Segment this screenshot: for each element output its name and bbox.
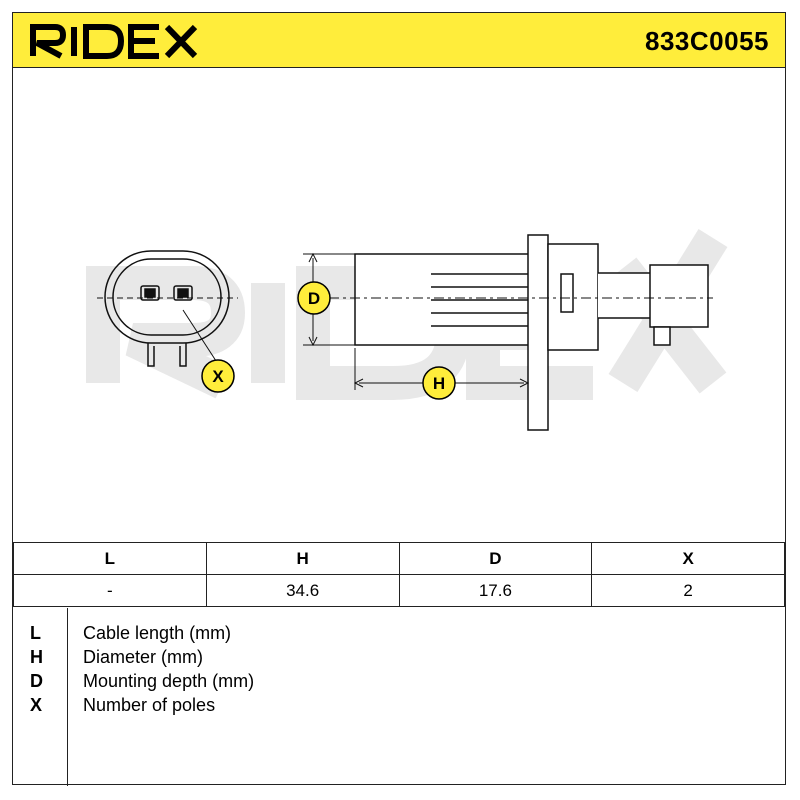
d-callout: D (297, 281, 331, 315)
legend-desc: Diameter (mm) (83, 647, 203, 667)
legend-item: X Number of poles (13, 695, 785, 719)
legend-key: D (30, 671, 43, 691)
value-x: 2 (591, 574, 785, 607)
col-header-x: X (591, 542, 785, 575)
legend-divider (67, 608, 68, 786)
spec-value-row: - 34.6 17.6 2 (13, 574, 785, 607)
h-callout: H (422, 366, 456, 400)
legend-desc: Cable length (mm) (83, 623, 232, 643)
col-header-h: H (205, 542, 400, 575)
header-bar: 833C0055 (13, 13, 785, 68)
legend-desc: Mounting depth (mm) (83, 671, 255, 691)
legend-item: L Cable length (mm) (13, 623, 785, 647)
spec-header-row: L H D X (13, 542, 785, 575)
label-h: H (433, 374, 445, 393)
x-callout: X (201, 359, 235, 393)
value-h: 34.6 (205, 574, 400, 607)
label-d: D (308, 289, 320, 308)
col-header-l: L (13, 542, 207, 575)
value-l: - (13, 574, 207, 607)
legend: L Cable length (mm) H Diameter (mm) D Mo… (13, 608, 785, 786)
legend-key: X (30, 695, 43, 715)
ridex-logo (30, 24, 198, 59)
legend-key: H (30, 647, 43, 667)
label-x: X (212, 367, 224, 386)
legend-item: H Diameter (mm) (13, 647, 785, 671)
legend-desc: Number of poles (83, 695, 216, 715)
product-sheet: 833C0055 X (12, 12, 786, 786)
technical-drawing: X (86, 229, 728, 431)
col-header-d: D (398, 542, 593, 575)
legend-item: D Mounting depth (mm) (13, 671, 785, 695)
part-number: 833C0055 (645, 26, 769, 56)
value-d: 17.6 (398, 574, 593, 607)
spec-table: L H D X - 34.6 17.6 2 (13, 542, 785, 607)
connector-front-view (97, 250, 238, 367)
legend-key: L (30, 623, 41, 643)
sensor-side-view (303, 234, 713, 431)
